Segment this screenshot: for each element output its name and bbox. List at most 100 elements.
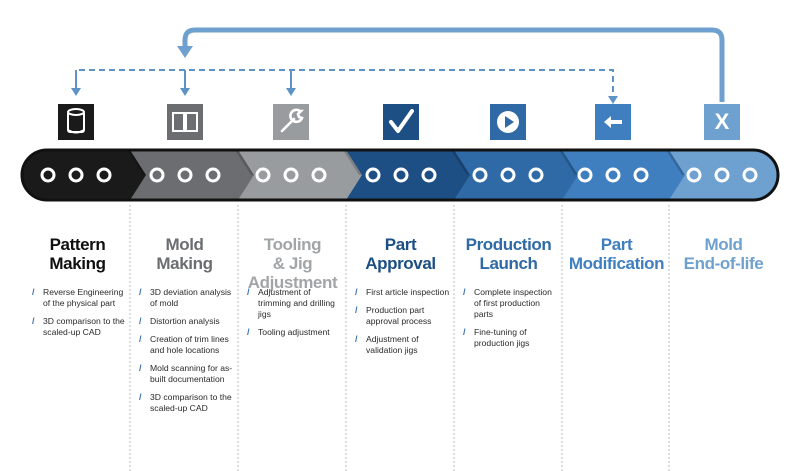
band-chevron-shadow xyxy=(666,150,685,175)
band-outline xyxy=(20,148,780,202)
band-chevron-shadow xyxy=(451,150,470,175)
band-dot xyxy=(311,167,327,183)
band-dot xyxy=(714,167,730,183)
stage-bullet-list: / Adjustment of trimming and drilling jig… xyxy=(247,287,343,345)
band-chevron-shadow xyxy=(235,150,254,175)
band-chevron xyxy=(238,150,254,200)
column-dividers xyxy=(129,205,670,471)
stage-bullet-text: Reverse Engineering of the physical part xyxy=(43,287,124,308)
stage-title-line: Launch xyxy=(479,254,538,273)
modification-arrowhead xyxy=(608,96,618,104)
stage-title-line: Part xyxy=(600,235,633,254)
arrow-left-icon xyxy=(595,104,631,140)
bullet-slash-icon: / xyxy=(139,363,142,373)
stage-bullet: /Tooling adjustment xyxy=(247,327,343,338)
bullet-slash-icon: / xyxy=(247,327,250,337)
stage-bullet: / 3D comparison to the scaled-up CAD xyxy=(32,316,128,338)
band-dot xyxy=(421,167,437,183)
bullet-slash-icon: / xyxy=(32,316,35,326)
stage-bullet: / 3D comparison to the scaled-up CAD xyxy=(139,392,235,414)
stage-title-line: Adjustment xyxy=(247,273,338,292)
band-dot xyxy=(633,167,649,183)
stage-title-line: Tooling xyxy=(263,235,322,254)
stage-bullet-text: Mold scanning for as-built documentation xyxy=(150,363,233,384)
band-dot xyxy=(365,167,381,183)
bullet-slash-icon: / xyxy=(139,392,142,402)
bullet-slash-icon: / xyxy=(355,334,358,344)
stage-bullet-list: /Complete inspection of first production… xyxy=(463,287,559,356)
stage-bullet-list: /First article inspection/Production par… xyxy=(355,287,451,363)
band-dot xyxy=(686,167,702,183)
stage-title-line: & Jig xyxy=(272,254,313,273)
band-chevron xyxy=(562,150,578,200)
stage-icons: X xyxy=(58,104,740,140)
stage-bullet-text: 3D comparison to the scaled-up CAD xyxy=(43,316,125,337)
book-icon xyxy=(167,104,203,140)
stage-bullet: / Creation of trim lines and hole locatio… xyxy=(139,334,235,356)
end-of-life-arrowhead xyxy=(177,46,193,58)
band-dot xyxy=(577,167,593,183)
stage-title-line: Production xyxy=(465,235,552,254)
bullet-slash-icon: / xyxy=(355,287,358,297)
stage-bullet: / Adjustment of validation jigs xyxy=(355,334,451,356)
band-segment xyxy=(669,150,778,200)
stage-bullet: /Reverse Engineering of the physical par… xyxy=(32,287,128,309)
stage-bullet-text: 3D comparison to the scaled-up CAD xyxy=(150,392,232,413)
stage-title-line: Modification xyxy=(568,254,665,273)
band-dot xyxy=(283,167,299,183)
play-icon xyxy=(490,104,526,140)
stage-title-line: Part xyxy=(384,235,417,254)
x-icon: X xyxy=(704,104,740,140)
stage-bullet: /Production part approval process xyxy=(355,305,451,327)
band-dot xyxy=(40,167,56,183)
stage-bullet-list: /3D deviation analysis of mold/Distortio… xyxy=(139,287,235,421)
band-segment xyxy=(130,150,239,200)
band-chevron-shadow xyxy=(127,150,146,175)
wrench-icon xyxy=(273,104,309,140)
band-dot xyxy=(149,167,165,183)
modification-feedback-line xyxy=(76,69,614,102)
stage-bullet-list: / Reverse Engineering of the physical par… xyxy=(32,287,128,345)
stage-bullet-text: 3D deviation analysis of mold xyxy=(150,287,232,308)
band-dot xyxy=(96,167,112,183)
stage-bullet-text: Fine-tuning of production jigs xyxy=(474,327,530,348)
band-chevron-shadow xyxy=(343,150,362,175)
band-chevron xyxy=(130,150,146,200)
stage-bullet-text: Complete inspection of first production … xyxy=(474,287,552,319)
feedback-arrowhead xyxy=(71,88,81,96)
band-chevron xyxy=(346,150,362,200)
stage-bullet: / Mold scanning for as-built documentatio… xyxy=(139,363,235,385)
band-dot xyxy=(393,167,409,183)
band-dot xyxy=(500,167,516,183)
band-dot xyxy=(605,167,621,183)
stage-bullet: /Distortion analysis xyxy=(139,316,235,327)
band-dot xyxy=(68,167,84,183)
stage-title-line: Making xyxy=(49,254,106,273)
stage-bullet-text: Adjustment of validation jigs xyxy=(366,334,419,355)
feedback-arrows xyxy=(71,27,725,104)
stage-bullet-text: Adjustment of trimming and drilling jigs xyxy=(258,287,335,319)
band-chevron xyxy=(669,150,685,200)
band-dot xyxy=(255,167,271,183)
stage-title-line: Mold xyxy=(165,235,204,254)
end-of-life-feedback-line xyxy=(182,27,725,102)
checkmark-icon xyxy=(383,104,419,140)
band-segment xyxy=(238,150,347,200)
stage-bullet: /3D deviation analysis of mold xyxy=(139,287,235,309)
band-chevron-shadow xyxy=(559,150,578,175)
stage-bullet-text: Creation of trim lines and hole location… xyxy=(150,334,229,355)
bullet-slash-icon: / xyxy=(139,316,142,326)
feedback-arrowhead xyxy=(180,88,190,96)
bullet-slash-icon: / xyxy=(139,334,142,344)
stage-bullet-text: Production part approval process xyxy=(366,305,432,326)
band-segment xyxy=(454,150,563,200)
band-segment xyxy=(346,150,455,200)
stage-title-line: End-of-life xyxy=(683,254,764,273)
stage-bullet: /Fine-tuning of production jigs xyxy=(463,327,559,349)
